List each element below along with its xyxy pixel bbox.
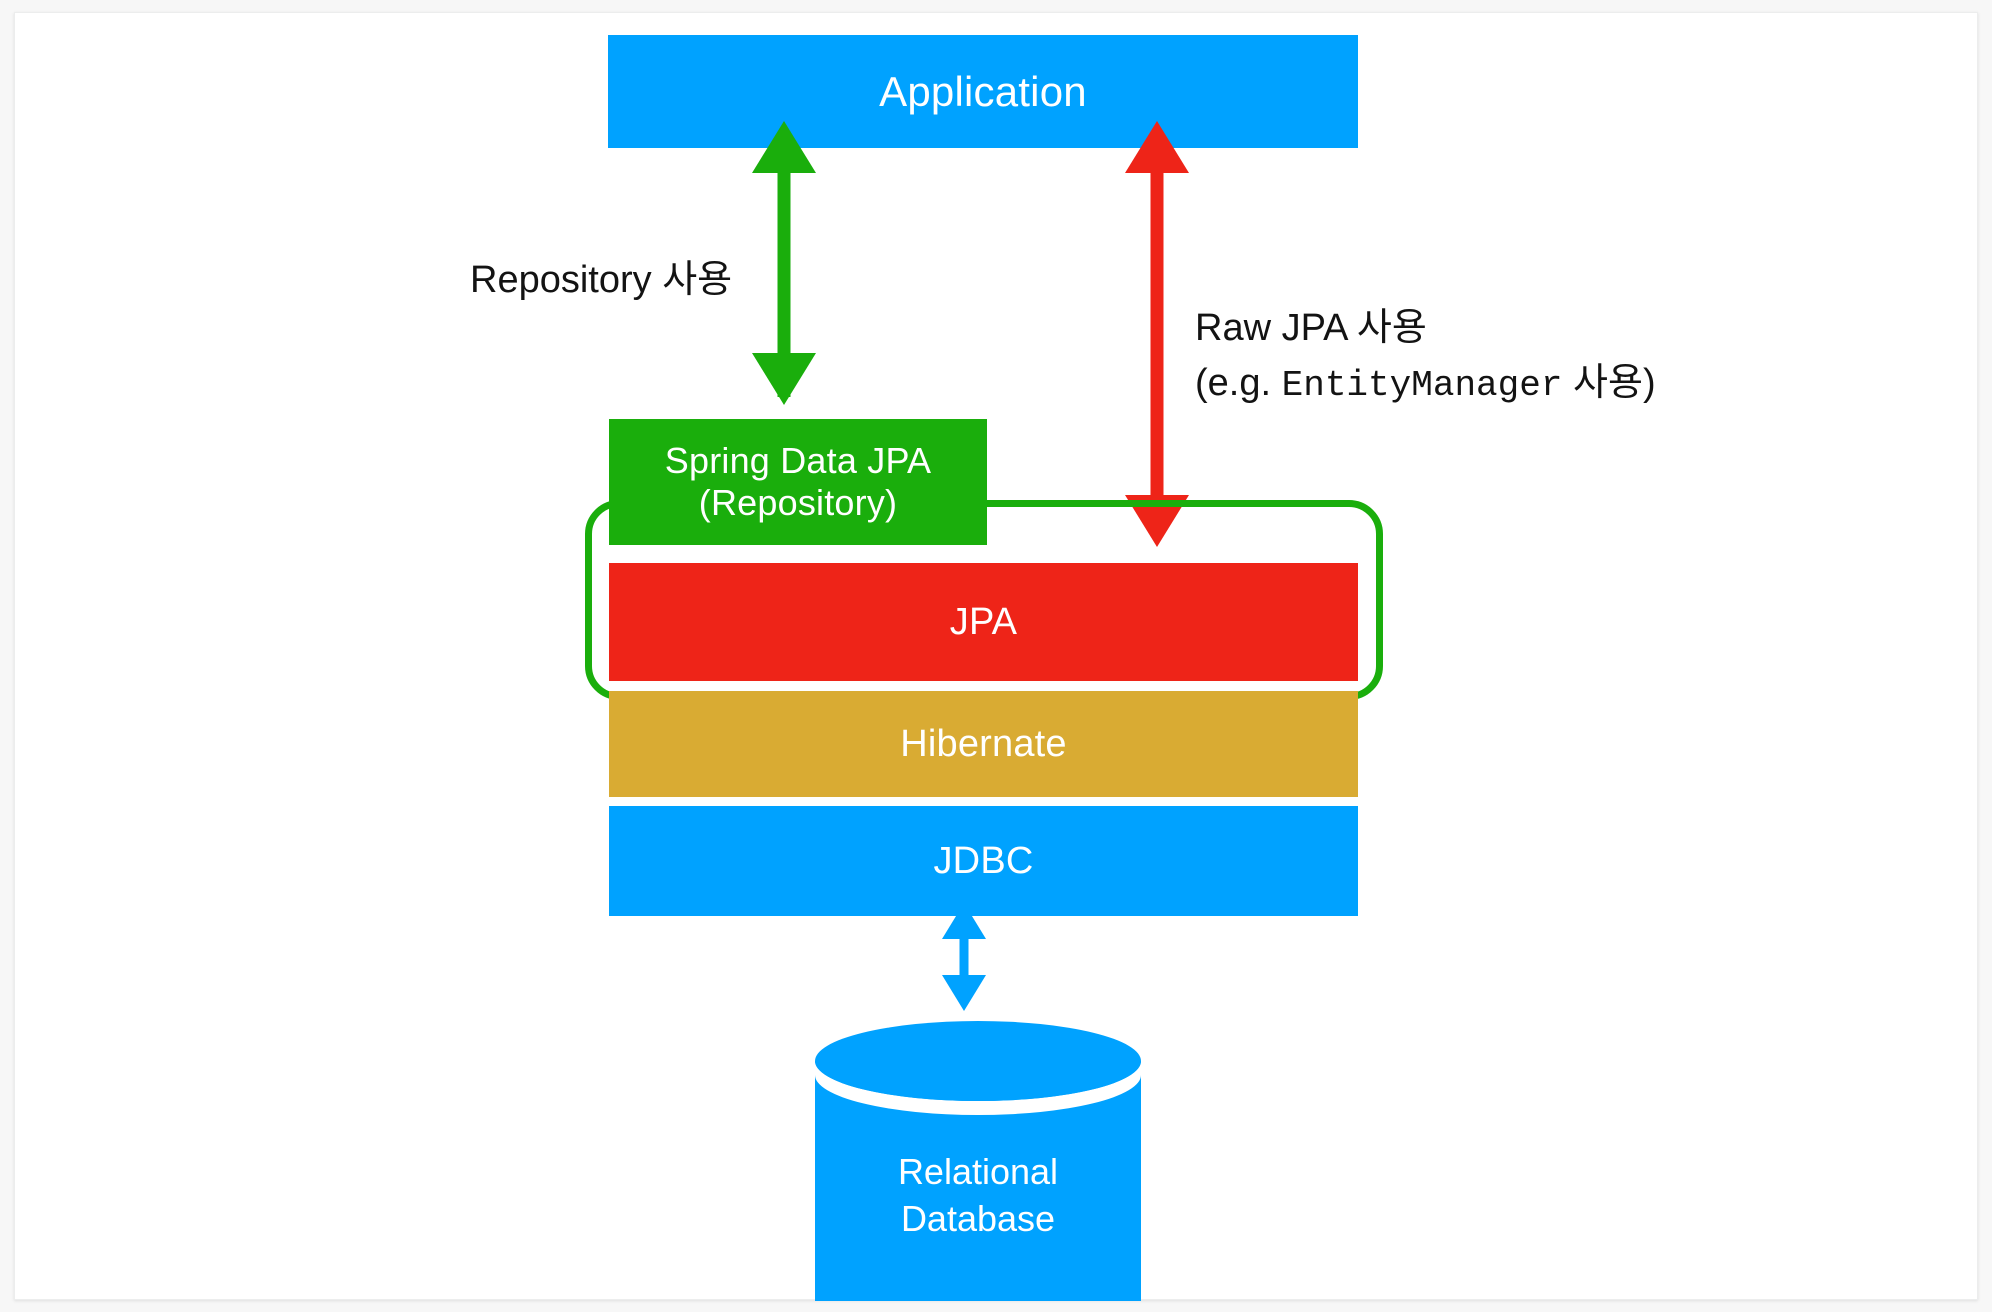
label-raw-jpa-usage-line2: (e.g. EntityManager 사용) bbox=[1195, 356, 1656, 412]
arrow-application-to-jpa bbox=[1125, 121, 1189, 547]
box-spring-data-jpa[interactable]: Spring Data JPA (Repository) bbox=[609, 419, 987, 545]
label-raw-jpa-entity-manager: EntityManager bbox=[1281, 365, 1563, 407]
database-cylinder[interactable]: Relational Database bbox=[815, 1021, 1141, 1301]
label-repository-usage-text: Repository 사용 bbox=[470, 259, 733, 301]
box-spring-data-jpa-label: Spring Data JPA (Repository) bbox=[665, 440, 931, 525]
database-cylinder-shape bbox=[815, 1021, 1141, 1301]
box-spring-data-jpa-line1: Spring Data JPA bbox=[664, 439, 932, 481]
arrow-jdbc-to-database bbox=[942, 903, 986, 1011]
arrow-application-to-spring-data-jpa bbox=[752, 121, 816, 405]
label-raw-jpa-suffix: 사용) bbox=[1562, 362, 1656, 405]
box-jpa-label: JPA bbox=[949, 600, 1018, 643]
box-jdbc-label: JDBC bbox=[933, 839, 1034, 882]
database-label: Relational Database bbox=[815, 1149, 1141, 1243]
label-raw-jpa-prefix: (e.g. bbox=[1195, 362, 1282, 405]
label-raw-jpa-usage: Raw JPA 사용 (e.g. EntityManager 사용) bbox=[1195, 301, 1656, 412]
box-spring-data-jpa-line2: (Repository) bbox=[698, 482, 898, 523]
connectors-layer bbox=[752, 121, 1189, 1011]
box-jpa[interactable]: JPA bbox=[609, 563, 1358, 681]
diagram-card: Application Spring Data JPA (Repository)… bbox=[14, 12, 1978, 1301]
database-label-line1: Relational bbox=[897, 1151, 1059, 1192]
label-raw-jpa-usage-line1: Raw JPA 사용 bbox=[1195, 307, 1427, 349]
box-application-label: Application bbox=[879, 67, 1087, 115]
label-repository-usage: Repository 사용 bbox=[470, 253, 732, 308]
box-hibernate[interactable]: Hibernate bbox=[609, 691, 1358, 797]
box-jdbc[interactable]: JDBC bbox=[609, 806, 1358, 916]
box-application[interactable]: Application bbox=[608, 35, 1358, 148]
box-hibernate-label: Hibernate bbox=[900, 722, 1067, 765]
database-label-line2: Database bbox=[900, 1197, 1056, 1239]
